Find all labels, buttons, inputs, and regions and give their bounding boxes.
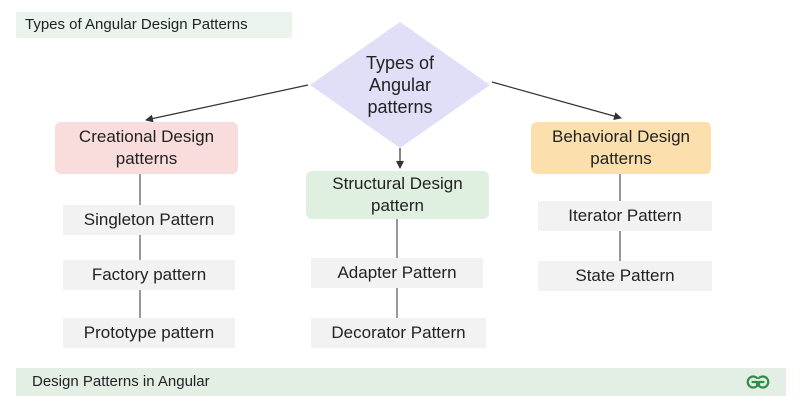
item-decorator-pattern: Decorator Pattern: [311, 318, 486, 348]
root-diamond: [310, 22, 490, 148]
footer-caption: Design Patterns in Angular: [32, 373, 210, 390]
category-behavioral-line-2: patterns: [590, 149, 652, 168]
root-line-3: patterns: [367, 97, 433, 117]
category-structural-line-1: Structural Design: [332, 174, 463, 193]
root-node-label: Types of Angular patterns: [320, 46, 480, 124]
root-line-1: Types of: [365, 53, 435, 73]
footer-bar: Design Patterns in Angular: [16, 368, 786, 396]
item-factory-pattern: Factory pattern: [63, 260, 235, 290]
category-creational-line-1: Creational Design: [78, 127, 215, 146]
item-singleton-pattern: Singleton Pattern: [63, 205, 235, 235]
category-behavioral: Behavioral Design patterns: [531, 122, 711, 174]
item-state-pattern: State Pattern: [538, 261, 712, 291]
category-structural: Structural Design pattern: [306, 171, 489, 219]
category-behavioral-line-1: Behavioral Design: [552, 127, 690, 146]
item-prototype-pattern: Prototype pattern: [63, 318, 235, 348]
category-creational-line-2: patterns: [115, 149, 178, 168]
item-adapter-pattern: Adapter Pattern: [311, 258, 483, 288]
arrow-to-creational: [145, 84, 309, 123]
arrow-to-behavioral: [491, 81, 622, 120]
diagram-title: Types of Angular Design Patterns: [16, 12, 292, 38]
gfg-logo-icon: [746, 375, 770, 389]
category-creational: Creational Design patterns: [55, 122, 238, 174]
item-iterator-pattern: Iterator Pattern: [538, 201, 712, 231]
category-structural-line-2: pattern: [371, 196, 424, 215]
root-line-2: Angular: [368, 75, 432, 95]
